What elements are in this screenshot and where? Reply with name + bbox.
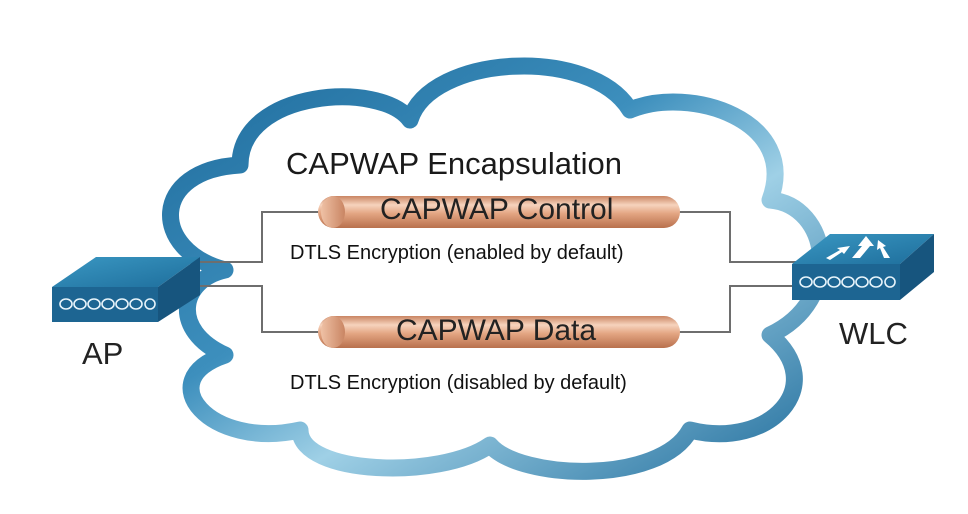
capwap-control-label: CAPWAP Control (380, 193, 614, 226)
connector-lines (198, 211, 800, 333)
control-encryption-note: DTLS Encryption (enabled by default) (290, 242, 624, 264)
ap-to-control-line (198, 211, 320, 263)
access-point-icon (52, 257, 200, 322)
wireless-lan-controller-icon (792, 234, 934, 300)
control-to-wlc-line (676, 211, 800, 263)
capwap-data-tube (318, 316, 680, 348)
data-encryption-note: DTLS Encryption (disabled by default) (290, 372, 627, 394)
cloud-shape (162, 57, 830, 480)
wlc-label: WLC (839, 316, 908, 351)
wlc-arrows-icon (826, 236, 890, 260)
capwap-control-tube (318, 196, 680, 228)
diagram-title: CAPWAP Encapsulation (286, 146, 623, 181)
ap-label: AP (82, 336, 124, 371)
data-to-wlc-line (676, 285, 800, 333)
capwap-data-label: CAPWAP Data (396, 314, 597, 347)
ap-to-data-line (198, 285, 320, 333)
